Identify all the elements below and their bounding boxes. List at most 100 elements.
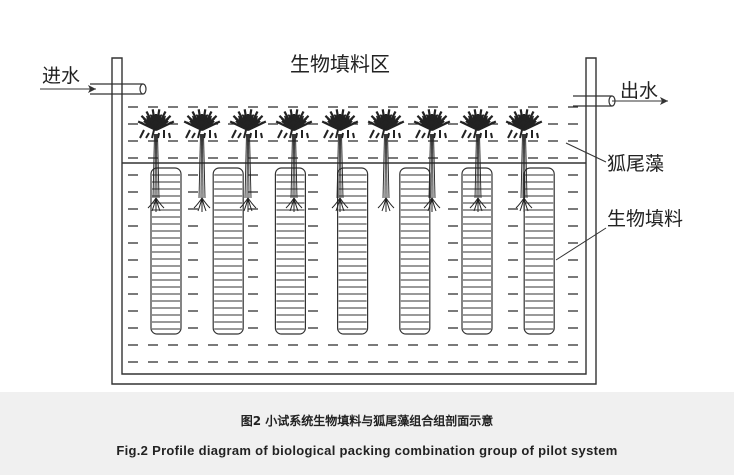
zone-label: 生物填料区 — [290, 52, 390, 76]
plant-stem — [338, 133, 340, 199]
plant-root — [385, 197, 395, 209]
plant-stem — [430, 133, 432, 199]
plant-leaf — [240, 117, 246, 122]
plant-leaf — [329, 132, 334, 139]
plant-leaf — [526, 121, 532, 126]
plant-leaf — [381, 129, 385, 139]
plant-leaf — [429, 114, 435, 119]
plant-leaf — [484, 121, 490, 126]
plant-leaf — [188, 118, 194, 123]
plant-leaf — [488, 121, 494, 126]
plant-root — [431, 197, 441, 209]
plant-stem — [474, 133, 477, 199]
plant-leaf — [284, 119, 290, 124]
caption-english: Fig.2 Profile diagram of biological pack… — [116, 443, 618, 458]
plant-leaf — [473, 129, 477, 139]
plant-leaf — [415, 129, 421, 139]
plant-stem — [387, 133, 390, 199]
plant-leaf — [468, 119, 474, 124]
plant-leaf — [278, 121, 284, 126]
plant-leaf — [295, 132, 298, 139]
plant-root — [243, 197, 249, 212]
plant-leaf — [201, 120, 221, 131]
plant-leaf — [258, 121, 264, 126]
plant-stem — [382, 133, 385, 199]
plant-leaf — [203, 132, 206, 139]
plant-leaf — [254, 121, 260, 126]
plant-leaf — [142, 118, 148, 123]
plant-leaf — [139, 129, 145, 139]
column-outline — [150, 167, 182, 335]
plant-leaf — [302, 118, 308, 123]
plant-stem — [244, 133, 247, 199]
caption-chinese: 图2 小试系统生物填料与狐尾藻组合组剖面示意 — [240, 414, 494, 428]
plant-leaf — [191, 132, 196, 139]
plant-leaf — [462, 121, 468, 126]
plant-leaf — [341, 132, 344, 139]
plant-leaf — [280, 118, 286, 123]
plant-leaf — [206, 118, 212, 123]
plant — [459, 109, 497, 212]
plant-leaf — [214, 132, 217, 139]
plant-leaf — [421, 132, 426, 139]
column-outline — [212, 167, 244, 335]
plant — [505, 109, 543, 212]
plant-leaf — [232, 121, 238, 126]
plant-leaf — [234, 118, 240, 123]
plant-leaf — [164, 118, 170, 123]
plant-root — [477, 197, 487, 209]
plant-leaf — [283, 132, 288, 139]
plant-leaf — [422, 119, 428, 124]
plant-leaf — [190, 121, 196, 126]
column-outline — [274, 167, 306, 335]
plant — [183, 109, 221, 212]
plant-leaf — [330, 119, 336, 124]
plant-leaf — [146, 119, 152, 124]
plant-stem — [200, 133, 202, 199]
packing-column — [212, 167, 244, 335]
plant-leaf — [149, 114, 155, 119]
plant-leaf — [480, 121, 486, 126]
plant-stem — [290, 133, 293, 199]
packing-leader-line — [555, 227, 607, 261]
plant-leaf — [197, 117, 203, 122]
plant-root — [381, 197, 387, 212]
plant-leaf — [212, 121, 218, 126]
plant-leaf — [304, 121, 310, 126]
plant-leaf — [208, 121, 214, 126]
plant-stem — [248, 133, 250, 199]
plant-leaf — [140, 121, 146, 126]
plant-leaf — [471, 114, 477, 119]
plant-leaf — [482, 118, 488, 123]
plant-leaf — [433, 132, 436, 139]
plant-leaf — [372, 118, 378, 123]
plant-leaf — [444, 132, 447, 139]
plant-leaf — [352, 132, 355, 139]
plant-leaf — [534, 121, 540, 126]
packing-column — [150, 167, 182, 335]
plant-leaf — [420, 121, 426, 126]
water-dashes — [128, 106, 578, 363]
plant-root — [385, 197, 391, 212]
plant-leaf — [293, 120, 313, 131]
plant-leaf — [348, 118, 354, 123]
plant-leaf — [162, 121, 168, 126]
packing-label: 生物填料 — [607, 208, 683, 230]
plant-leaf — [337, 114, 343, 119]
plant-leaf — [192, 119, 198, 124]
plant-leaf — [335, 117, 341, 122]
plant-leaf — [185, 129, 191, 139]
plant-leaf — [158, 121, 164, 126]
plant — [275, 109, 313, 212]
plant-stem — [433, 133, 436, 199]
plant-leaf — [342, 121, 348, 126]
plant-root — [431, 197, 437, 212]
plant-leaf — [243, 129, 247, 139]
plant-stem — [246, 133, 248, 199]
plant-leaf — [145, 132, 150, 139]
plant-stem — [341, 133, 344, 199]
plant-leaf — [197, 129, 201, 139]
plant-leaf — [155, 120, 175, 131]
plant-leaf — [157, 132, 160, 139]
column-outline — [337, 167, 369, 335]
